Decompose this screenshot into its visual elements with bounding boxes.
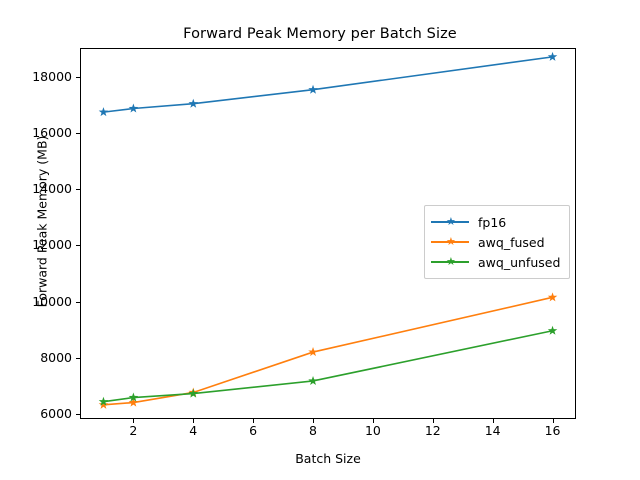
x-tick-label: 8	[309, 423, 317, 438]
x-tick-label: 16	[544, 423, 561, 438]
legend-star-icon: ★	[446, 255, 456, 268]
y-tick-label: 10000	[32, 293, 72, 309]
legend-line	[431, 221, 469, 223]
y-tick-mark	[76, 133, 80, 135]
series-awq_fused	[98, 292, 558, 409]
x-tick-mark	[253, 419, 255, 423]
legend-item-fp16[interactable]: ★ fp16	[431, 212, 561, 232]
y-tick-label: 16000	[32, 125, 72, 141]
y-tick-label: 6000	[40, 405, 72, 421]
data-point-marker	[128, 397, 139, 407]
x-tick-mark	[432, 419, 434, 423]
legend-item-awq_fused[interactable]: ★ awq_fused	[431, 232, 561, 252]
y-axis-tick-labels: 6000 8000 10000 12000 14000 16000 18000	[0, 0, 72, 480]
legend-swatch: ★	[431, 235, 469, 249]
chart-title: Forward Peak Memory per Batch Size	[183, 26, 457, 42]
series-fp16	[98, 51, 558, 117]
y-tick-mark	[76, 301, 80, 303]
legend-line	[431, 261, 469, 263]
series-line	[103, 296, 553, 406]
y-tick-mark	[76, 357, 80, 359]
data-point-marker	[547, 51, 558, 61]
data-point-marker	[547, 292, 558, 302]
y-tick-mark	[76, 245, 80, 247]
data-point-marker	[547, 325, 558, 335]
legend-label: fp16	[478, 214, 507, 230]
y-tick-label: 18000	[32, 69, 72, 85]
x-tick-label: 10	[364, 423, 381, 438]
x-tick-label: 2	[129, 423, 138, 438]
data-point-marker	[308, 375, 318, 385]
y-tick-mark	[76, 77, 80, 79]
data-point-marker	[128, 103, 139, 113]
data-point-marker	[98, 396, 109, 406]
legend-label: awq_unfused	[478, 254, 561, 270]
legend: ★ fp16 ★ awq_fused ★ awq_unfused	[424, 205, 570, 279]
legend-line	[431, 241, 469, 243]
data-point-marker	[308, 84, 318, 94]
legend-item-awq_unfused[interactable]: ★ awq_unfused	[431, 252, 561, 272]
data-point-marker	[98, 399, 109, 409]
legend-swatch: ★	[431, 255, 469, 269]
y-tick-mark	[76, 189, 80, 191]
y-tick-label: 12000	[32, 237, 72, 253]
series-canvas	[98, 51, 558, 409]
x-axis-label: Batch Size	[295, 451, 361, 466]
data-point-marker	[188, 388, 199, 398]
x-tick-mark	[492, 419, 494, 423]
legend-star-icon: ★	[446, 235, 456, 248]
x-tick-mark	[552, 419, 554, 423]
legend-star-icon: ★	[446, 215, 456, 228]
series-line	[103, 329, 553, 403]
legend-swatch: ★	[431, 215, 469, 229]
series-line	[103, 56, 553, 113]
series-awq_unfused	[98, 325, 558, 406]
data-point-marker	[188, 98, 199, 108]
x-tick-label: 4	[189, 423, 198, 438]
legend-label: awq_fused	[478, 234, 545, 250]
x-tick-label: 14	[484, 423, 501, 438]
x-tick-mark	[313, 419, 315, 423]
y-tick-label: 8000	[40, 349, 72, 365]
x-tick-mark	[372, 419, 374, 423]
x-tick-label: 6	[249, 423, 258, 438]
data-point-marker	[98, 107, 109, 117]
data-point-marker	[308, 347, 318, 357]
x-tick-label: 12	[424, 423, 441, 438]
y-tick-mark	[76, 413, 80, 415]
y-tick-label: 14000	[32, 181, 72, 197]
data-point-marker	[128, 392, 139, 402]
x-axis-tick-labels: 2 4 6 8 10 12 14 16	[0, 423, 640, 445]
x-tick-mark	[193, 419, 195, 423]
x-tick-mark	[133, 419, 135, 423]
